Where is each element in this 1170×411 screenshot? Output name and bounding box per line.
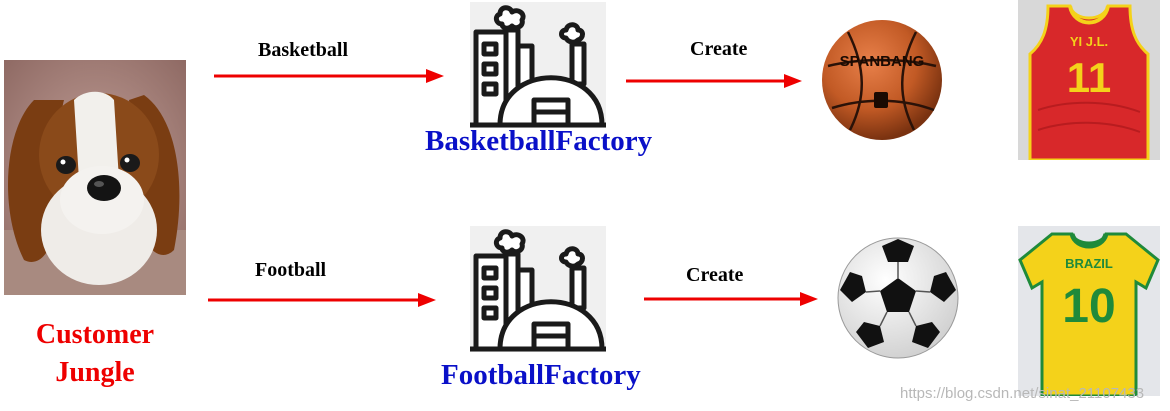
- customer-to-football-factory-arrow: [208, 291, 438, 309]
- watermark-text: https://blog.csdn.net/sinat_21107433: [900, 385, 1145, 402]
- customer-to-basketball-factory-arrow: [214, 67, 446, 85]
- basketball-label: Basketball: [258, 39, 349, 61]
- customer-title: Customer: [35, 319, 155, 350]
- basketball-factory-icon: [470, 2, 606, 128]
- red-jersey-name: YI J.L.: [1070, 34, 1108, 49]
- basketball-brand-text: SPANBANG: [840, 53, 925, 70]
- yellow-jersey-number: 10: [1062, 280, 1115, 333]
- customer-name: Jungle: [55, 357, 135, 388]
- customer-dog-photo: [4, 60, 186, 295]
- football-jersey-image: BRAZIL 10: [1018, 226, 1160, 396]
- basketball-factory-to-ball-arrow: [626, 72, 804, 90]
- football-factory-name: FootballFactory: [441, 359, 641, 391]
- football-factory-icon: [470, 226, 606, 352]
- soccer-ball-image: [836, 236, 960, 360]
- customer-label: Customer Jungle: [0, 316, 190, 392]
- red-jersey-number: 11: [1067, 54, 1111, 101]
- football-label: Football: [255, 259, 327, 281]
- basketball-create-label: Create: [690, 38, 748, 60]
- basketball-factory-name: BasketballFactory: [425, 125, 653, 157]
- basketball-jersey-image: YI J.L. 11: [1018, 0, 1160, 160]
- football-create-label: Create: [686, 264, 744, 286]
- football-factory-to-ball-arrow: [644, 290, 820, 308]
- yellow-jersey-name: BRAZIL: [1065, 256, 1113, 271]
- basketball-image: SPANBANG: [820, 18, 944, 142]
